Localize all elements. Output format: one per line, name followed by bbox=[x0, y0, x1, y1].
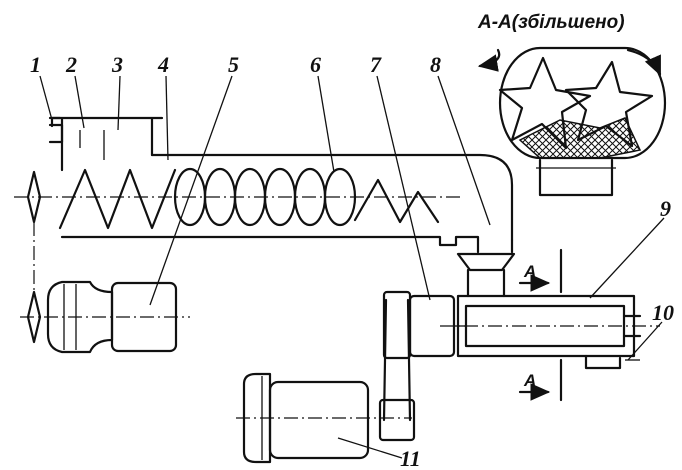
rotation-arrow-left bbox=[477, 48, 501, 72]
label-10: 10 bbox=[652, 300, 674, 325]
rotor-star-right bbox=[564, 60, 654, 148]
lower-pulley bbox=[378, 398, 416, 442]
outlet-10 bbox=[584, 354, 622, 370]
drive-sprocket-bottom bbox=[26, 290, 42, 344]
belt bbox=[382, 298, 412, 422]
part-labels: 1 2 3 4 5 6 7 8 9 10 11 bbox=[30, 52, 674, 470]
rotor-star-left bbox=[498, 56, 592, 150]
label-4: 4 bbox=[157, 52, 169, 77]
belt-drive bbox=[378, 290, 466, 442]
conveyor-housing-bottom bbox=[60, 235, 480, 247]
screw-tail-flights bbox=[353, 178, 440, 224]
label-11: 11 bbox=[400, 446, 421, 470]
section-housing bbox=[498, 46, 667, 160]
label-3: 3 bbox=[111, 52, 123, 77]
section-title: A-A(збільшено) bbox=[477, 12, 625, 33]
label-7: 7 bbox=[370, 52, 382, 77]
section-mark-bottom: A bbox=[523, 371, 536, 390]
section-mark-top: A bbox=[523, 262, 536, 281]
leader-lines bbox=[39, 75, 665, 459]
motor-11-body bbox=[268, 380, 370, 460]
label-9: 9 bbox=[660, 196, 671, 221]
label-5: 5 bbox=[228, 52, 239, 77]
funnel bbox=[456, 252, 516, 272]
section-outlet bbox=[538, 158, 614, 197]
screw-conveyor bbox=[14, 116, 514, 290]
section-view: A-A(збільшено) bbox=[477, 12, 667, 197]
label-1: 1 bbox=[30, 52, 41, 77]
label-2: 2 bbox=[65, 52, 77, 77]
screw-spring-6 bbox=[173, 167, 357, 227]
spout-8 bbox=[476, 238, 514, 254]
upper-pulley bbox=[382, 290, 412, 360]
motor-11-endcap bbox=[242, 372, 272, 464]
motor-5 bbox=[20, 280, 190, 354]
chamber-9: A A bbox=[440, 248, 660, 402]
label-8: 8 bbox=[430, 52, 441, 77]
flap-1 bbox=[48, 123, 64, 144]
motor-11 bbox=[236, 372, 412, 464]
hopper bbox=[48, 116, 164, 172]
screw-flights bbox=[58, 168, 177, 230]
label-6: 6 bbox=[310, 52, 321, 77]
conveyor-housing-top bbox=[150, 153, 514, 242]
